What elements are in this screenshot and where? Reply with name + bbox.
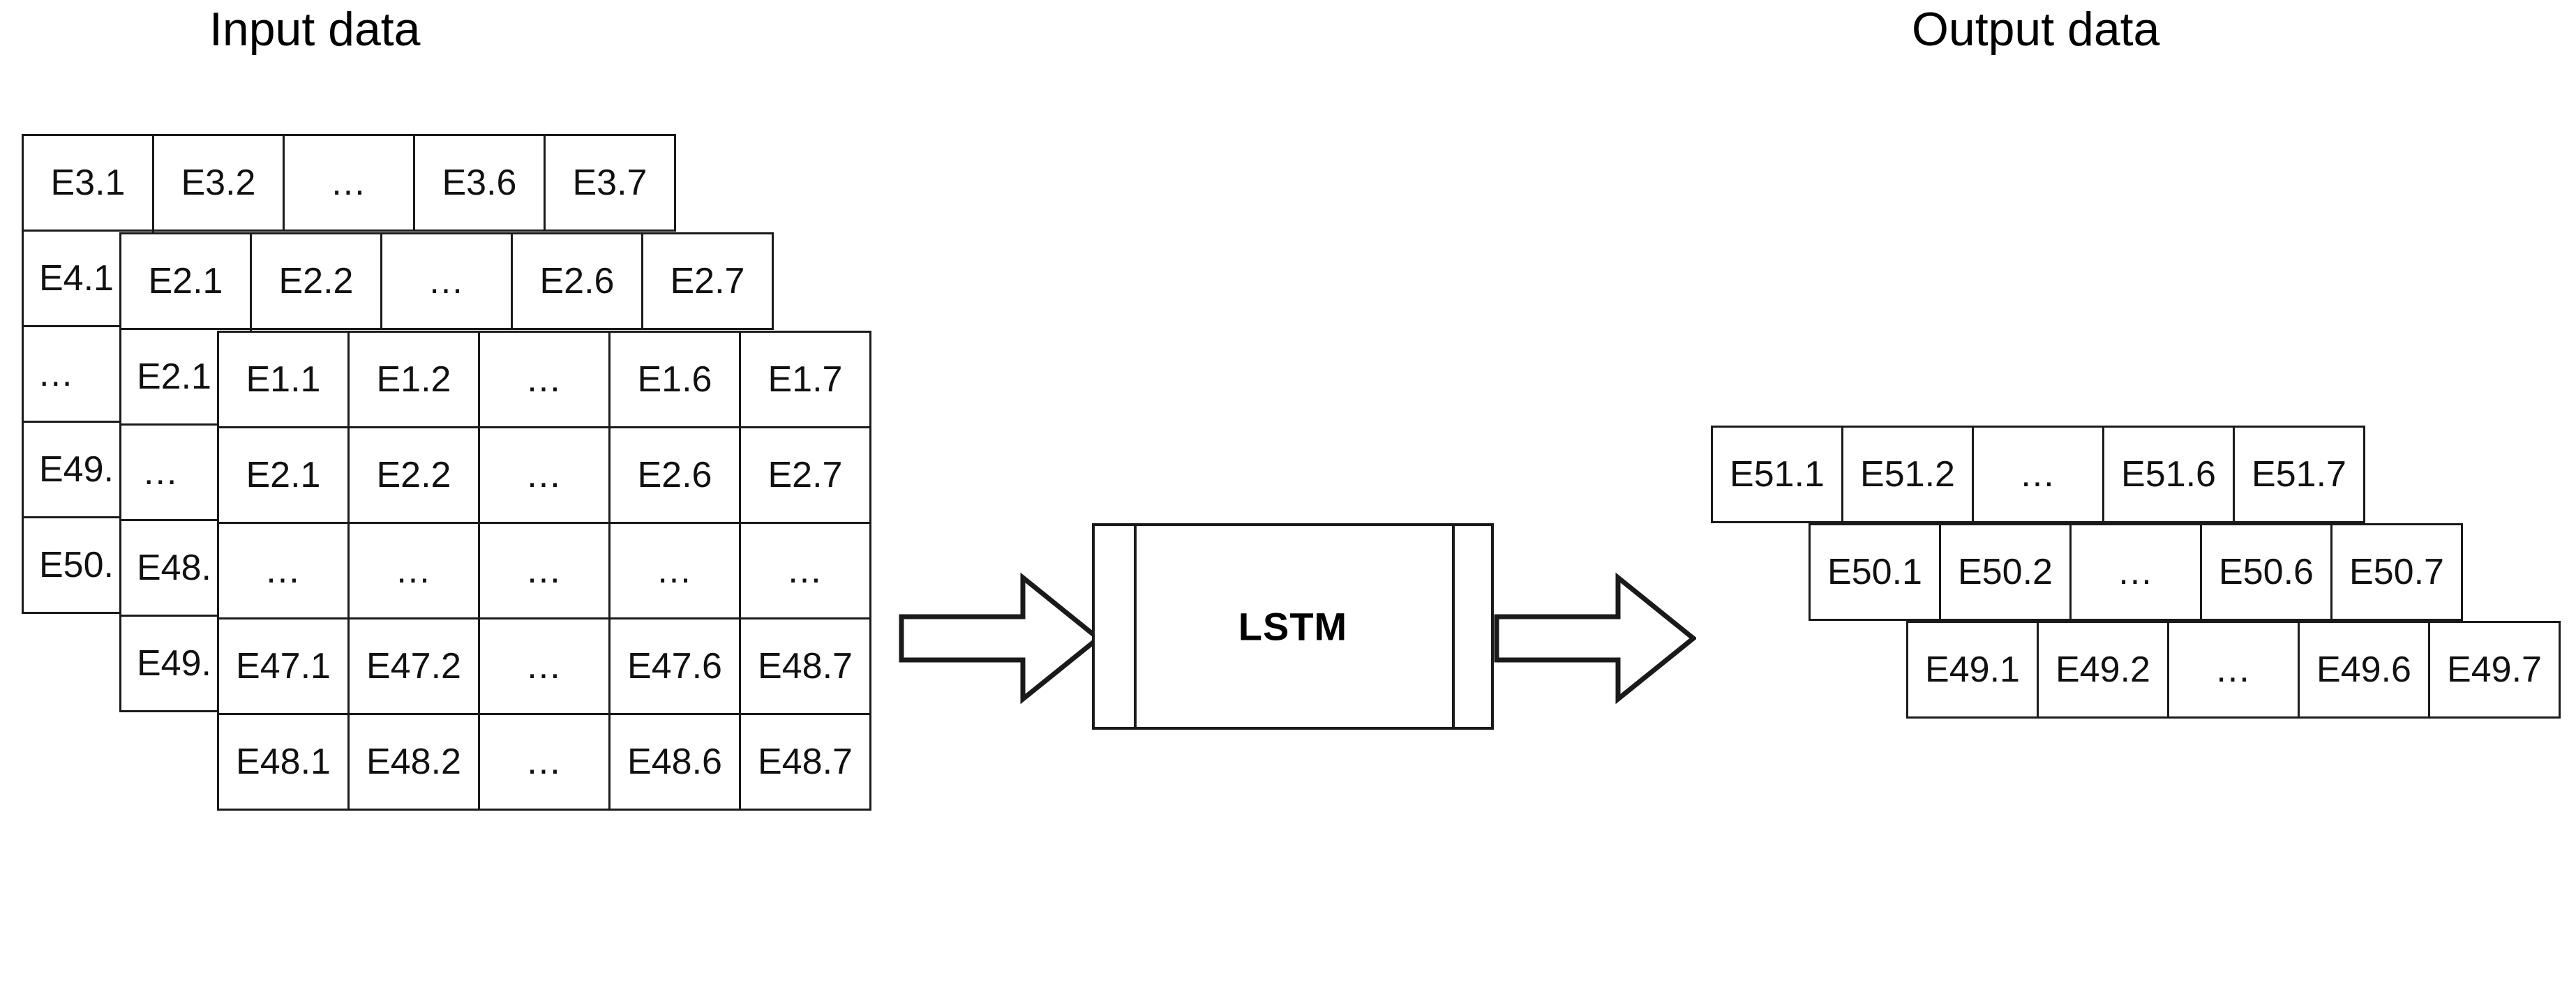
output-arrow [1494,572,1698,705]
input-cell: E1.7 [739,331,871,428]
output-cell: E50.2 [1939,523,2072,621]
output-cell: E49.1 [1906,621,2039,719]
lstm-left-divider [1134,526,1137,727]
input-cell-ellipsis: ... [478,617,611,715]
output-cell: E49.7 [2428,621,2561,719]
input-cell: E2.6 [608,426,741,524]
input-cell: E3.6 [413,134,546,232]
output-cell-ellipsis: ... [1972,426,2104,523]
input-cell: E48.7 [739,617,871,715]
input-cell: E1.6 [608,331,741,428]
lstm-label: LSTM [1238,604,1348,649]
input-cell: E48.6 [608,713,741,811]
input-cell: E48.7 [739,713,871,811]
input-cell: E47.1 [217,617,350,715]
input-cell-ellipsis: ... [478,713,611,811]
output-cell: E51.7 [2233,426,2365,523]
input-cell-ellipsis: ... [380,232,513,330]
input-cell: E2.1 [217,426,350,524]
input-cell: E2.6 [511,232,643,330]
input-cell: E3.2 [152,134,285,232]
output-cell: E51.6 [2102,426,2235,523]
output-cell: E49.6 [2298,621,2430,719]
input-cell: E48.1 [217,713,350,811]
lstm-right-divider [1452,526,1455,727]
output-data-title: Output data [1912,3,2160,56]
input-cell-ellipsis: ... [739,522,871,619]
input-cell-ellipsis: ... [283,134,415,232]
lstm-block[interactable]: LSTM [1092,523,1494,730]
input-cell: E1.2 [347,331,480,428]
output-cell-ellipsis: ... [2167,621,2300,719]
input-cell: E2.7 [641,232,774,330]
input-data-title: Input data [209,3,421,56]
input-cell-ellipsis: ... [478,522,611,619]
output-cell-ellipsis: ... [2069,523,2202,621]
input-cell: E2.7 [739,426,871,524]
output-cell: E50.7 [2330,523,2463,621]
input-cell: E48.2 [347,713,480,811]
input-cell: E47.2 [347,617,480,715]
input-cell: E2.1 [119,232,252,330]
output-cell: E51.2 [1841,426,1974,523]
input-cell-ellipsis: ... [478,426,611,524]
input-cell: E2.2 [250,232,382,330]
input-arrow [899,572,1102,705]
input-cell: E3.1 [22,134,154,232]
input-cell-ellipsis: ... [608,522,741,619]
output-cell: E51.1 [1711,426,1843,523]
output-cell: E50.6 [2200,523,2332,621]
input-cell: E3.7 [544,134,676,232]
input-cell-ellipsis: ... [347,522,480,619]
output-cell: E49.2 [2037,621,2169,719]
